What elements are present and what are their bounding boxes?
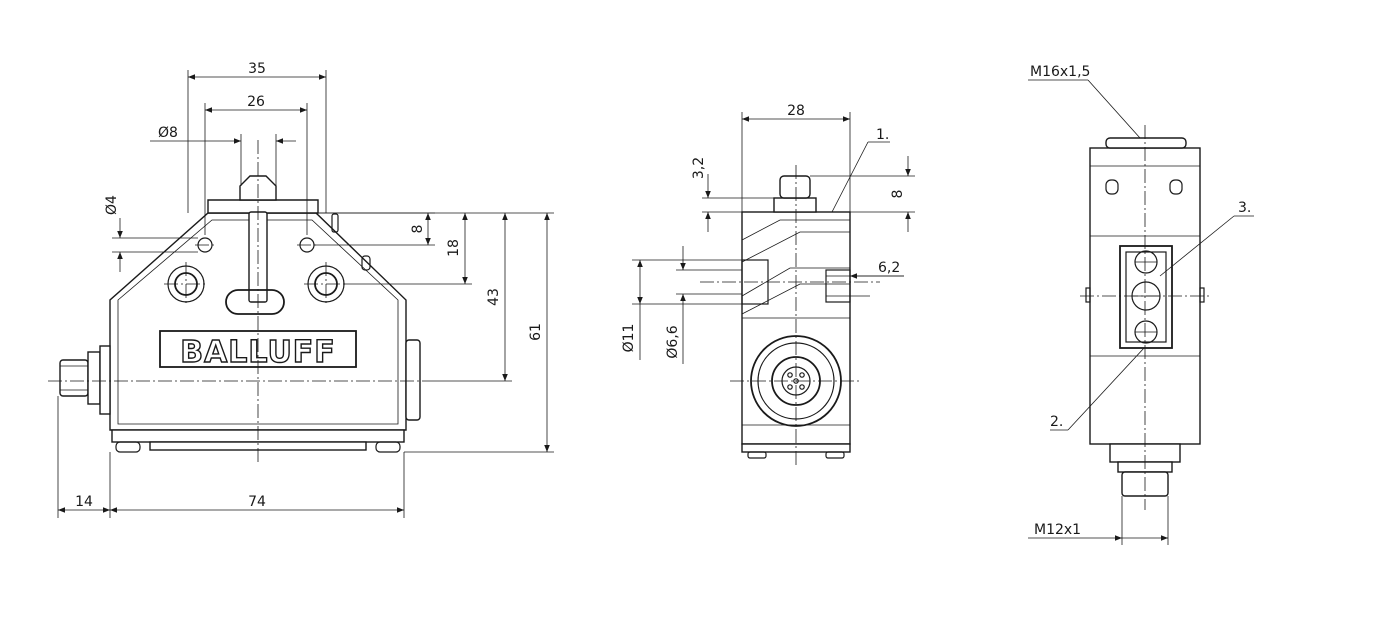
dim-8-front: 8 [410, 225, 426, 234]
dim-14: 14 [75, 494, 93, 510]
callout-1: 1. [876, 127, 889, 143]
dim-8-side: 8 [890, 190, 906, 199]
dim-43: 43 [486, 288, 502, 306]
callout-2: 2. [1050, 414, 1063, 430]
dim-d6-6: Ø6,6 [665, 325, 681, 358]
dim-6-2: 6,2 [878, 260, 900, 276]
dim-d11: Ø11 [621, 324, 637, 353]
side-view: 28 1. 3,2 8 6,2 Ø11 Ø6,6 [621, 103, 915, 465]
dim-3-2: 3,2 [691, 157, 707, 179]
dim-35: 35 [248, 61, 266, 77]
dim-26: 26 [247, 94, 265, 110]
brand-logo: BALLUFF [180, 335, 336, 370]
dim-18: 18 [446, 239, 462, 257]
left-connector [59, 359, 89, 397]
dim-74: 74 [248, 494, 266, 510]
dim-d4: Ø4 [104, 195, 120, 215]
end-view: M16x1,5 3. 2. M12x1 [1028, 64, 1254, 545]
thread-top: M16x1,5 [1030, 64, 1090, 80]
dim-61: 61 [528, 323, 544, 341]
front-view: BALLUFF 35 26 [48, 61, 554, 518]
dim-28: 28 [787, 103, 805, 119]
callout-3: 3. [1238, 200, 1251, 216]
dim-d8: Ø8 [158, 125, 178, 141]
thread-bottom: M12x1 [1034, 522, 1081, 538]
actuator-head [207, 199, 319, 214]
